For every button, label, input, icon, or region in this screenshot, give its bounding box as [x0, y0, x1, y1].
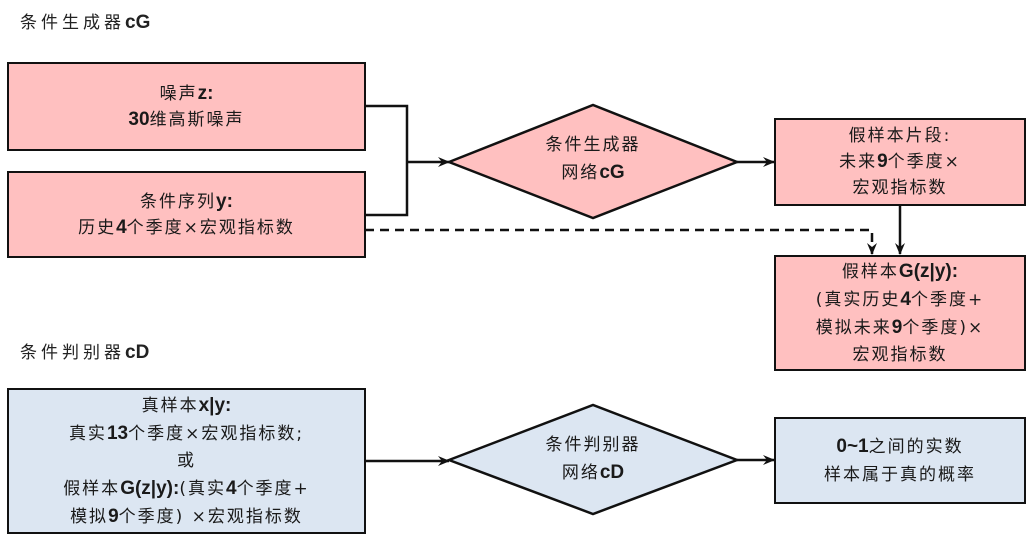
fake-segment-text-a: 未来 — [839, 152, 878, 172]
fake-real-quarters: 4 — [225, 477, 237, 499]
generator-network-label: 条件生成器 网络cG — [493, 132, 693, 187]
real-sample-label: 真样本 — [141, 395, 199, 416]
input-text-a: 真实 — [68, 423, 107, 444]
fake-sample-line3: 模拟未来9个季度)× — [816, 314, 984, 342]
condition-text-a: 历史 — [78, 217, 117, 238]
generator-title-text: 条件生成器 — [20, 13, 125, 33]
fake-sample-box: 假样本G(z|y): (真实历史4个季度+ 模拟未来9个季度)× 宏观指标数 — [774, 255, 1026, 371]
input-line5: 模拟9个季度) ×宏观指标数 — [70, 503, 303, 531]
fake-sample-line1: 假样本G(z|y): — [842, 258, 958, 286]
fake-sample-line2: (真实历史4个季度+ — [816, 286, 984, 314]
fake-sample-text-b: 个季度+ — [910, 289, 985, 310]
fake-segment-quarters: 9 — [877, 151, 888, 172]
noise-box-line2: 30维高斯噪声 — [128, 107, 244, 133]
fake-segment-line3: 宏观指标数 — [852, 178, 948, 198]
fake-sample-text-c: 模拟未来 — [815, 317, 892, 338]
generator-network-line2: 网络cG — [493, 159, 693, 187]
fake-sim-quarters: 9 — [108, 505, 119, 527]
discriminator-network-label: 条件判别器 网络cD — [493, 432, 693, 487]
input-text-d: 个季度+ — [236, 478, 310, 499]
noise-dimension: 30 — [128, 108, 150, 130]
fake-sample-symbol: G(z|y): — [898, 260, 959, 282]
discriminator-title-text: 条件判别器 — [20, 343, 125, 363]
fake-sample-future-quarters: 9 — [891, 316, 903, 338]
discriminator-network-line2: 网络cD — [493, 459, 693, 487]
real-sample-symbol: x|y: — [198, 394, 232, 416]
discriminator-output-box: 0~1之间的实数 样本属于真的概率 — [774, 417, 1026, 504]
input-text-b: 个季度×宏观指标数; — [128, 423, 305, 444]
output-line1: 0~1之间的实数 — [836, 433, 963, 461]
fake-sample-hist-quarters: 4 — [900, 288, 911, 310]
condition-box-line2: 历史4个季度×宏观指标数 — [78, 215, 295, 241]
input-text-e: 模拟 — [70, 506, 109, 527]
fake-sample-text-d: 个季度)× — [902, 317, 985, 338]
input-text-f: 个季度) ×宏观指标数 — [118, 506, 303, 527]
real-quarters: 13 — [106, 422, 129, 444]
discriminator-title-suffix: cD — [125, 342, 150, 363]
fake-sample-text-a: (真实历史 — [815, 289, 901, 310]
fake-label: 假样本 — [63, 478, 121, 499]
discriminator-section-title: 条件判别器cD — [20, 338, 149, 364]
fake-segment-box: 假样本片段: 未来9个季度× 宏观指标数 — [774, 118, 1026, 206]
noise-description: 维高斯噪声 — [149, 109, 245, 130]
condition-label: 条件序列 — [140, 191, 217, 212]
condition-symbol: y: — [216, 190, 233, 212]
input-line3-or: 或 — [177, 450, 196, 471]
input-line2: 真实13个季度×宏观指标数; — [69, 420, 304, 448]
input-text-c: (真实 — [179, 478, 226, 499]
noise-symbol: z: — [197, 82, 214, 104]
output-line2: 样本属于真的概率 — [824, 464, 976, 485]
output-range: 0~1 — [836, 435, 869, 457]
discriminator-network-symbol: cD — [599, 462, 625, 483]
discriminator-input-box: 真样本x|y: 真实13个季度×宏观指标数; 或 假样本G(z|y):(真实4个… — [7, 388, 366, 534]
fake-symbol: G(z|y): — [120, 477, 180, 499]
fake-segment-line2: 未来9个季度× — [839, 149, 961, 175]
output-text: 之间的实数 — [868, 436, 964, 457]
generator-network-line1: 条件生成器 — [545, 135, 641, 155]
fake-segment-line1: 假样本片段: — [848, 126, 952, 146]
noise-box: 噪声z: 30维高斯噪声 — [7, 62, 366, 151]
condition-text-b: 个季度×宏观指标数 — [126, 217, 295, 238]
fake-sample-line4: 宏观指标数 — [852, 344, 948, 365]
noise-connector — [365, 104, 409, 217]
condition-box: 条件序列y: 历史4个季度×宏观指标数 — [7, 171, 366, 258]
input-line4: 假样本G(z|y):(真实4个季度+ — [63, 475, 310, 503]
condition-quarters: 4 — [116, 216, 127, 238]
input-line1: 真样本x|y: — [142, 392, 232, 420]
condition-box-line1: 条件序列y: — [140, 189, 233, 215]
discriminator-network-text: 网络 — [561, 463, 600, 483]
noise-label: 噪声 — [159, 83, 198, 104]
generator-section-title: 条件生成器cG — [20, 8, 150, 34]
generator-network-symbol: cG — [599, 162, 625, 183]
fake-segment-text-b: 个季度× — [887, 152, 961, 172]
discriminator-network-line1: 条件判别器 — [545, 435, 641, 455]
condition-dashed-connector — [365, 228, 877, 255]
fake-sample-label: 假样本 — [841, 261, 899, 282]
noise-box-line1: 噪声z: — [160, 81, 214, 107]
generator-title-suffix: cG — [125, 12, 151, 33]
generator-network-text: 网络 — [561, 163, 600, 183]
